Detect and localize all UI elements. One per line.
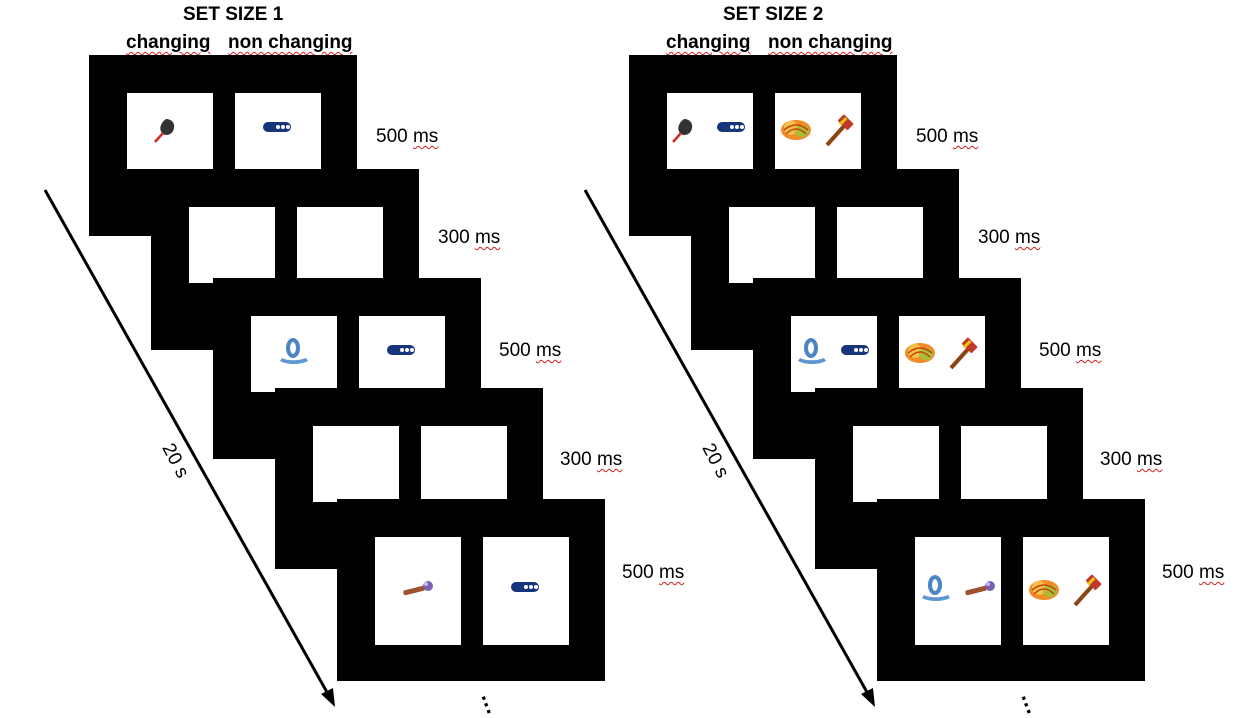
frame-duration-label: 500 ms bbox=[499, 340, 561, 362]
frame-duration-label: 500 ms bbox=[376, 126, 438, 148]
changing-window bbox=[251, 316, 337, 392]
duration-unit: ms bbox=[658, 562, 685, 583]
non-changing-window bbox=[899, 316, 985, 392]
duration-unit: ms bbox=[412, 126, 439, 147]
duration-unit: ms bbox=[474, 227, 501, 248]
duration-value: 300 bbox=[978, 227, 1015, 248]
duration-unit: ms bbox=[1075, 340, 1102, 361]
duration-value: 500 bbox=[916, 126, 953, 147]
non-changing-window bbox=[775, 93, 861, 169]
changing-label: changing bbox=[126, 32, 211, 53]
blue-capsule-icon bbox=[511, 582, 539, 592]
blue-capsule-icon bbox=[263, 122, 291, 132]
frame-duration-label: 300 ms bbox=[1100, 449, 1162, 471]
non-changing-label: non changing bbox=[228, 32, 353, 53]
changing-window bbox=[313, 426, 399, 502]
duration-unit: ms bbox=[952, 126, 979, 147]
changing-window bbox=[375, 537, 461, 645]
duration-unit: ms bbox=[535, 340, 562, 361]
panel-title: SET SIZE 1 bbox=[183, 4, 284, 25]
hammer-icon bbox=[825, 114, 854, 147]
non-changing-window bbox=[235, 93, 321, 169]
duration-value: 500 bbox=[499, 340, 536, 361]
stimulus-frame-5 bbox=[337, 499, 605, 681]
blue-ring-icon bbox=[280, 338, 308, 364]
duration-label: 20 s bbox=[697, 440, 733, 482]
duration-value: 500 bbox=[1162, 562, 1199, 583]
blue-ring-icon bbox=[798, 338, 826, 364]
changing-window bbox=[729, 207, 815, 283]
changing-label: changing bbox=[666, 32, 751, 53]
changing-window bbox=[915, 537, 1001, 645]
non-changing-window bbox=[961, 426, 1047, 502]
slinky-icon bbox=[781, 120, 811, 140]
non-changing-window bbox=[421, 426, 507, 502]
non-changing-window bbox=[837, 207, 923, 283]
duration-value: 500 bbox=[622, 562, 659, 583]
changing-window bbox=[791, 316, 877, 392]
duration-value: 500 bbox=[376, 126, 413, 147]
non-changing-window bbox=[483, 537, 569, 645]
duration-label: 20 s bbox=[157, 440, 193, 482]
non-changing-window bbox=[1023, 537, 1109, 645]
stimulus-frame-5 bbox=[877, 499, 1145, 681]
hand-fan-icon bbox=[154, 119, 175, 143]
blue-ring-icon bbox=[922, 575, 950, 601]
frame-duration-label: 500 ms bbox=[1162, 562, 1224, 584]
hammer-icon bbox=[949, 337, 978, 370]
blue-capsule-icon bbox=[841, 345, 869, 355]
blue-capsule-icon bbox=[387, 345, 415, 355]
duration-value: 300 bbox=[1100, 449, 1137, 470]
changing-window bbox=[189, 207, 275, 283]
duration-value: 300 bbox=[438, 227, 475, 248]
slinky-icon bbox=[1029, 580, 1059, 600]
duration-unit: ms bbox=[1136, 449, 1163, 470]
frame-duration-label: 500 ms bbox=[622, 562, 684, 584]
duration-unit: ms bbox=[1014, 227, 1041, 248]
changing-window bbox=[667, 93, 753, 169]
frame-duration-label: 500 ms bbox=[916, 126, 978, 148]
duration-value: 300 bbox=[560, 449, 597, 470]
hand-fan-icon bbox=[672, 119, 693, 143]
changing-window bbox=[853, 426, 939, 502]
frame-duration-label: 300 ms bbox=[438, 227, 500, 249]
slinky-icon bbox=[905, 343, 935, 363]
duration-unit: ms bbox=[596, 449, 623, 470]
mallet-icon bbox=[965, 581, 995, 596]
duration-unit: ms bbox=[1198, 562, 1225, 583]
frame-duration-label: 300 ms bbox=[560, 449, 622, 471]
non-changing-label: non changing bbox=[768, 32, 893, 53]
frame-duration-label: 300 ms bbox=[978, 227, 1040, 249]
blue-capsule-icon bbox=[717, 122, 745, 132]
hammer-icon bbox=[1073, 574, 1102, 607]
non-changing-window bbox=[359, 316, 445, 392]
duration-value: 500 bbox=[1039, 340, 1076, 361]
panel-title: SET SIZE 2 bbox=[723, 4, 824, 25]
changing-window bbox=[127, 93, 213, 169]
frame-duration-label: 500 ms bbox=[1039, 340, 1101, 362]
mallet-icon bbox=[403, 581, 433, 596]
non-changing-window bbox=[297, 207, 383, 283]
